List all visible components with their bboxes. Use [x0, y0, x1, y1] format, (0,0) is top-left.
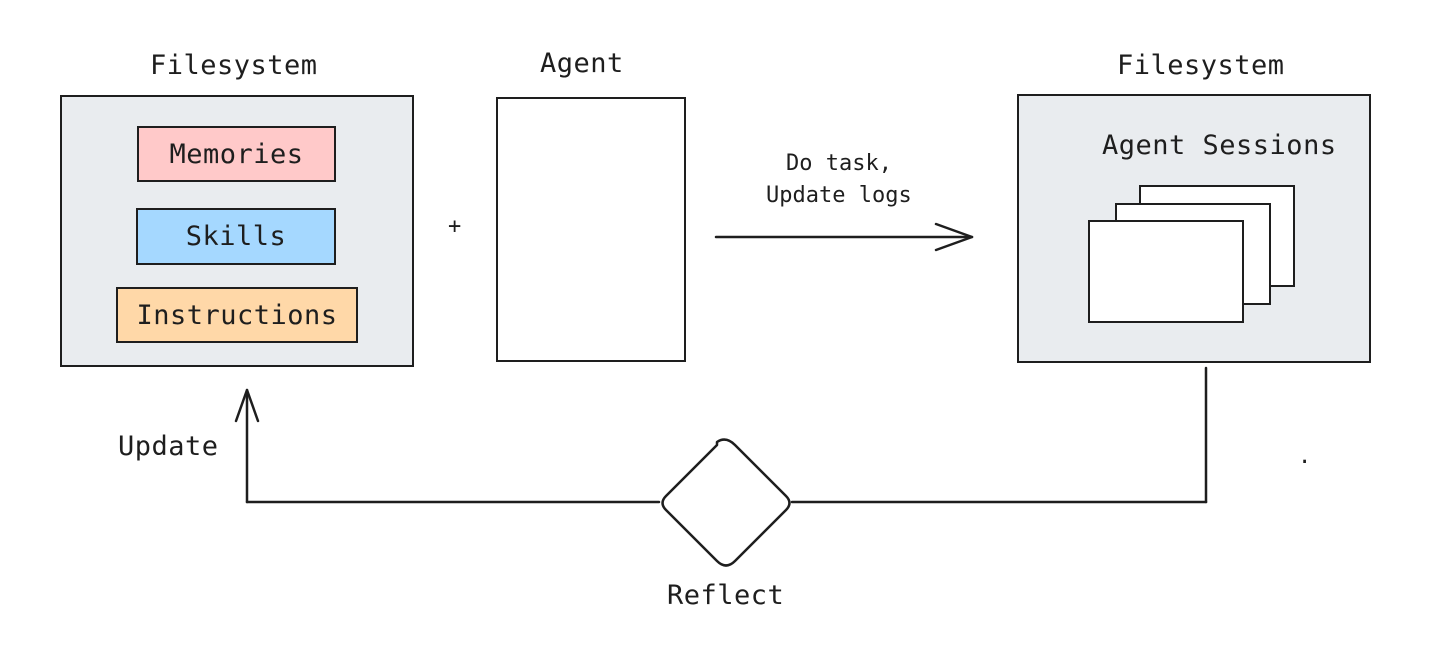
skills-label: Skills [185, 221, 287, 252]
memories-label: Memories [169, 138, 304, 170]
session-card-front [1088, 220, 1244, 323]
left-filesystem-title: Filesystem [150, 50, 318, 81]
instructions-chip: Instructions [116, 287, 358, 343]
stray-dot: . [1298, 444, 1312, 469]
update-label: Update [118, 431, 219, 462]
instructions-label: Instructions [136, 299, 338, 331]
agent-title: Agent [540, 48, 624, 79]
agent-box [496, 97, 686, 362]
plus-sign: + [448, 214, 462, 239]
task-label-line1: Do task, [786, 151, 892, 176]
reflect-diamond [661, 438, 791, 567]
memories-chip: Memories [137, 126, 336, 182]
agent-sessions-title: Agent Sessions [1102, 130, 1337, 161]
task-arrow [714, 222, 974, 252]
right-filesystem-title: Filesystem [1117, 50, 1285, 81]
feedback-line [234, 366, 1208, 504]
skills-chip: Skills [136, 208, 336, 265]
task-label-line2: Update logs [766, 183, 912, 208]
reflect-label: Reflect [667, 580, 785, 611]
